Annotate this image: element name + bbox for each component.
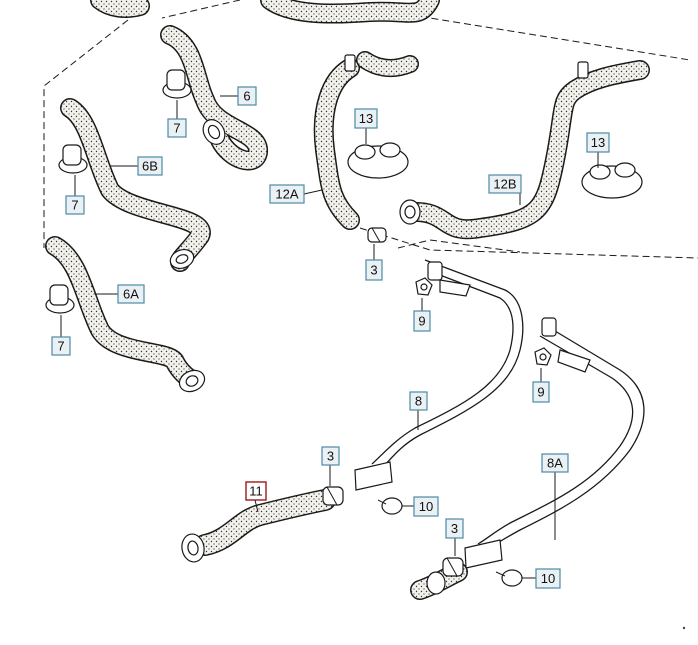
- callout-7-middle[interactable]: 7: [65, 195, 85, 215]
- callout-7-top-text: 7: [173, 121, 180, 136]
- callout-3-lower[interactable]: 3: [445, 518, 464, 539]
- callout-6b-text: 6B: [142, 159, 158, 174]
- callout-3-middle[interactable]: 3: [321, 446, 340, 466]
- callout-6a[interactable]: 6A: [117, 284, 145, 304]
- plug-7-top: [162, 69, 192, 99]
- callout-12b-text: 12B: [493, 177, 516, 192]
- corner-dot: [682, 626, 686, 630]
- callout-13-left-text: 13: [359, 111, 373, 126]
- grommet-13-left: [347, 142, 409, 179]
- callout-8[interactable]: 8: [409, 391, 428, 411]
- callout-9-lower[interactable]: 9: [532, 381, 550, 403]
- plug-7-bottom: [45, 284, 75, 314]
- callout-10-lower-text: 10: [541, 571, 555, 586]
- callout-8-text: 8: [415, 394, 422, 409]
- assembly-outline: [43, 0, 698, 259]
- hose-top-partial-right: [260, 0, 440, 24]
- hose-6a: [45, 236, 206, 393]
- nut-9-lower: [534, 347, 552, 366]
- callout-10-upper[interactable]: 10: [413, 496, 439, 517]
- callout-12a[interactable]: 12A: [269, 184, 305, 204]
- bolt-10-upper: [377, 497, 403, 515]
- callout-6a-text: 6A: [123, 287, 139, 302]
- clamp-3-lower: [442, 557, 464, 577]
- callout-10-upper-text: 10: [419, 499, 433, 514]
- callout-11[interactable]: 11: [245, 481, 267, 501]
- callout-7-middle-text: 7: [71, 198, 78, 213]
- callout-3-upper-text: 3: [370, 263, 377, 278]
- callout-7-bottom-text: 7: [57, 339, 64, 354]
- callout-12a-text: 12A: [275, 187, 298, 202]
- callout-13-right-text: 13: [591, 135, 605, 150]
- hose-6b: [60, 98, 211, 272]
- clamp-3-upper: [367, 227, 387, 243]
- clamp-3-middle: [322, 486, 344, 506]
- callout-11-text: 11: [249, 484, 263, 499]
- hose-11: [181, 489, 336, 563]
- callout-7-top[interactable]: 7: [167, 118, 187, 138]
- callout-8a[interactable]: 8A: [541, 453, 569, 473]
- callout-9-upper-text: 9: [418, 314, 425, 329]
- hose-top-partial-left: [90, 0, 150, 18]
- callout-6[interactable]: 6: [237, 86, 257, 106]
- callout-9-lower-text: 9: [537, 385, 544, 400]
- callout-7-bottom[interactable]: 7: [51, 336, 71, 356]
- callout-9-upper[interactable]: 9: [413, 310, 431, 332]
- callout-13-right[interactable]: 13: [586, 132, 610, 153]
- hose-12b: [399, 60, 650, 240]
- callout-3-lower-text: 3: [451, 521, 458, 536]
- callout-3-upper[interactable]: 3: [365, 259, 383, 281]
- callout-10-lower[interactable]: 10: [535, 568, 561, 589]
- bolt-10-lower: [495, 569, 523, 587]
- hose-6: [160, 25, 268, 171]
- callout-12b[interactable]: 12B: [488, 174, 522, 194]
- callout-6-text: 6: [243, 89, 250, 104]
- hose-12a: [313, 51, 419, 230]
- pipe-8: [354, 259, 524, 491]
- callout-13-left[interactable]: 13: [354, 108, 378, 129]
- grommet-13-right: [581, 162, 643, 199]
- leader-lines: [60, 95, 599, 579]
- nut-9-upper: [415, 277, 433, 296]
- plug-7-middle: [58, 144, 88, 174]
- callout-6b[interactable]: 6B: [137, 156, 163, 176]
- callout-8a-text: 8A: [547, 456, 563, 471]
- callout-3-middle-text: 3: [327, 449, 334, 464]
- pipe-8a: [464, 317, 645, 569]
